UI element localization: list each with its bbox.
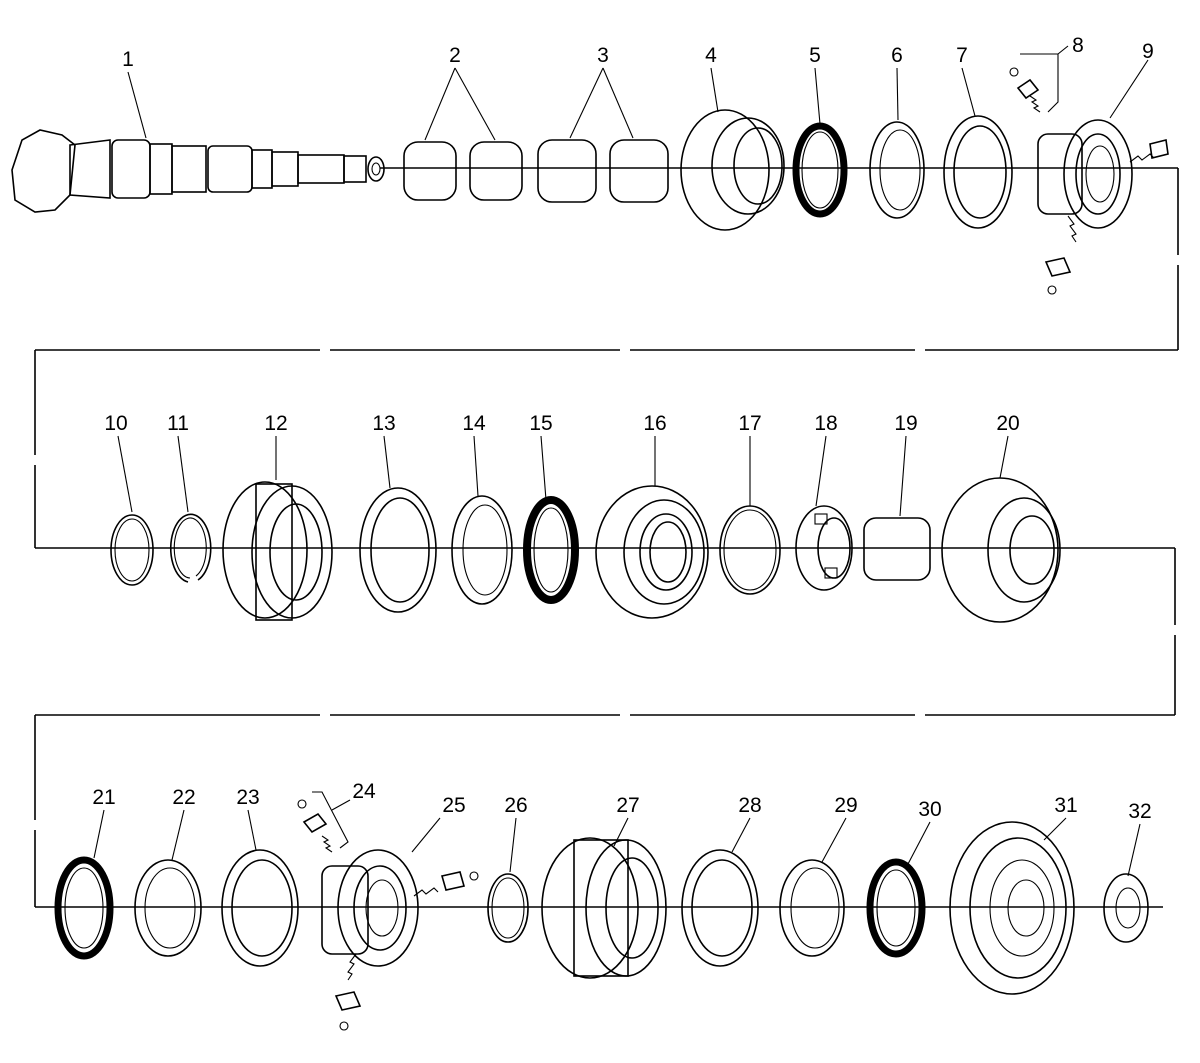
part-7-toothed-ring xyxy=(943,115,1013,229)
part-1-input-shaft xyxy=(11,129,385,213)
part-32-washer xyxy=(1103,873,1149,943)
part-24-detent-assembly xyxy=(297,799,333,853)
assembly-axis-lines xyxy=(32,167,1181,908)
part-25-synchronizer-hub xyxy=(321,849,479,1031)
callout-12: 12 xyxy=(264,412,287,435)
callout-28: 28 xyxy=(738,794,761,817)
part-14-cone-ring xyxy=(451,495,513,605)
part-27-sleeve-gear xyxy=(541,837,667,979)
part-4-gear xyxy=(680,109,785,231)
callout-26: 26 xyxy=(504,794,527,817)
callout-16: 16 xyxy=(643,412,666,435)
callout-13: 13 xyxy=(372,412,395,435)
part-18-thrust-washer xyxy=(795,505,853,591)
part-26-snap-ring xyxy=(487,873,529,943)
part-8-detent-assembly xyxy=(1009,67,1041,113)
callout-2: 2 xyxy=(449,44,461,67)
part-12-shift-sleeve xyxy=(222,481,333,621)
part-15-synchro-ring xyxy=(523,496,579,604)
part-9-synchronizer-hub xyxy=(1037,119,1169,295)
part-6-cone-ring xyxy=(869,121,925,219)
part-22-cone-ring xyxy=(134,859,202,957)
part-21-synchro-ring xyxy=(54,856,114,960)
callout-25: 25 xyxy=(442,794,465,817)
callout-30: 30 xyxy=(918,798,941,821)
callout-4: 4 xyxy=(705,44,717,67)
part-17-snap-ring xyxy=(719,505,781,595)
callout-7: 7 xyxy=(956,44,968,67)
callout-22: 22 xyxy=(172,786,195,809)
callout-1: 1 xyxy=(122,48,134,71)
callout-11: 11 xyxy=(167,412,189,435)
callout-9: 9 xyxy=(1142,40,1154,63)
part-5-synchro-ring xyxy=(792,122,848,218)
part-11-snap-ring xyxy=(169,513,212,583)
part-23-toothed-ring xyxy=(221,849,299,967)
callout-6: 6 xyxy=(891,44,903,67)
part-30-synchro-ring xyxy=(866,858,926,958)
part-19-needle-bearing xyxy=(863,517,931,581)
callout-32: 32 xyxy=(1128,800,1151,823)
callout-8: 8 xyxy=(1072,34,1084,57)
callout-24: 24 xyxy=(352,780,376,803)
callout-10: 10 xyxy=(104,412,127,435)
callout-19: 19 xyxy=(894,412,917,435)
callout-31: 31 xyxy=(1054,794,1077,817)
part-16-gear xyxy=(595,485,709,619)
part-3-needle-bearings xyxy=(537,139,669,203)
part-20-gear xyxy=(941,477,1061,623)
part-13-toothed-ring xyxy=(359,487,437,613)
callout-27: 27 xyxy=(616,794,639,817)
part-10-snap-ring xyxy=(110,514,154,586)
part-28-toothed-ring xyxy=(681,849,759,967)
callout-5: 5 xyxy=(809,44,821,67)
callout-18: 18 xyxy=(814,412,837,435)
callout-14: 14 xyxy=(462,412,486,435)
callout-15: 15 xyxy=(529,412,552,435)
part-2-needle-bearings xyxy=(403,141,523,201)
part-31-gear xyxy=(949,821,1075,995)
callout-23: 23 xyxy=(236,786,259,809)
callout-21: 21 xyxy=(92,786,115,809)
callout-29: 29 xyxy=(834,794,857,817)
callout-20: 20 xyxy=(996,412,1019,435)
callout-3: 3 xyxy=(597,44,609,67)
callout-17: 17 xyxy=(738,412,761,435)
part-29-cone-ring xyxy=(779,859,845,957)
